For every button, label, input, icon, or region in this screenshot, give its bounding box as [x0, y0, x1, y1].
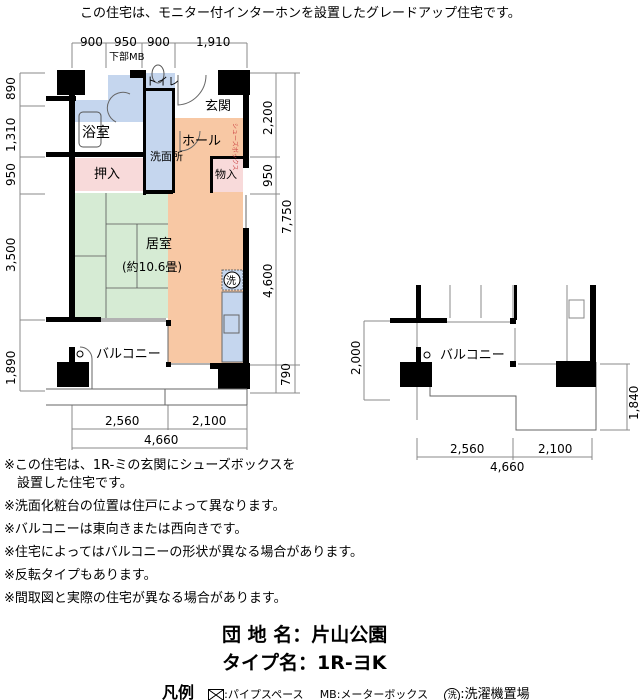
- alt-dim-bottom-2: 2,100: [538, 442, 572, 456]
- dim-left-2: 1,310: [4, 118, 18, 152]
- dim-left-5: 1,890: [4, 351, 18, 385]
- note-3: ※洗面化粧台の位置は住戸によって異なります。: [4, 499, 286, 514]
- toilet-icon: [151, 64, 165, 84]
- balcony-label: バルコニー: [96, 347, 161, 362]
- note-7: ※間取図と実際の住宅が異なる場合があります。: [4, 591, 287, 606]
- alt-dim-bottom-1: 2,560: [450, 442, 484, 456]
- toilet-label: トイレ: [146, 75, 179, 88]
- main-floor-plan: 900 950 900 1,910 下部MB 890 1,310 950 3,5…: [4, 35, 641, 474]
- legend-washer: :洗濯機置場: [460, 687, 530, 700]
- dim-bottom-2: 2,100: [192, 414, 226, 428]
- sink-icon: [223, 314, 240, 334]
- walls: [46, 70, 250, 389]
- drain-icon: [76, 350, 84, 358]
- alt-dim-bottom-total: 4,660: [490, 460, 524, 474]
- legend-pipe: :パイプスペース: [224, 688, 304, 700]
- dimension-lines: [19, 42, 300, 450]
- tatami-lines: [75, 193, 168, 318]
- tatami-area: [75, 193, 168, 318]
- bathtub-icon: [78, 111, 102, 148]
- dim-left-4: 3,500: [4, 238, 18, 272]
- dim-bottom-1: 2,560: [105, 414, 139, 428]
- note-1: ※この住宅は、1R-ミの玄関にシューズボックスを: [4, 458, 296, 473]
- living-label: 居室: [146, 236, 172, 252]
- note-6: ※反転タイプもあります。: [4, 568, 157, 583]
- alt-dim-right: 1,840: [627, 386, 641, 420]
- dim-right-2: 950: [261, 164, 275, 187]
- alt-balcony-plan: 2,000 1,840 2,560 2,100 4,660 バルコニー: [349, 285, 641, 474]
- dim-top-2: 950: [114, 35, 137, 49]
- dim-right-total: 7,750: [280, 200, 294, 234]
- hall-label: ホール: [182, 134, 221, 149]
- kitchen-counter: [221, 291, 244, 363]
- wash-label: 洗面所: [150, 150, 183, 163]
- dim-bottom-total: 4,660: [144, 433, 178, 447]
- entrance-label: 玄関: [205, 99, 231, 114]
- legend: 凡例 :パイプスペース MB:メーターボックス 洗:洗濯機置場: [162, 679, 530, 700]
- dim-top-3: 900: [147, 35, 170, 49]
- dim-right-3: 4,600: [261, 264, 275, 298]
- dim-left-1: 890: [4, 77, 18, 100]
- legend-mb: MB:メーターボックス: [319, 688, 429, 700]
- note-2: 設置した住宅です。: [4, 476, 133, 491]
- note-5: ※住宅によってはバルコニーの形状が異なる場合があります。: [4, 545, 364, 560]
- pipe-space-icon: [208, 688, 225, 700]
- alt-dim-left: 2,000: [349, 341, 363, 375]
- living-size: (約10.6畳): [122, 259, 182, 274]
- mb-label: 下部MB: [109, 50, 145, 63]
- shoebox-label: シューズボックス: [231, 123, 239, 171]
- type-name: タイプ名：1R-ヨK: [222, 652, 387, 674]
- doors-windows: [46, 74, 248, 406]
- dim-right-4: 790: [279, 363, 293, 386]
- closet-label: 押入: [94, 167, 120, 182]
- legend-title: 凡例: [162, 683, 195, 700]
- storage-label: 物入: [215, 167, 237, 181]
- dim-top-4: 1,910: [196, 35, 230, 49]
- closet: [75, 158, 143, 191]
- header-note: この住宅は、モニター付インターホンを設置したグレードアップ住宅です。: [80, 6, 521, 21]
- alt-balcony-label: バルコニー: [440, 348, 505, 363]
- note-4: ※バルコニーは東向きまたは西向きです。: [4, 522, 248, 537]
- dim-right-1: 2,200: [261, 101, 275, 135]
- dim-top-1: 900: [80, 35, 103, 49]
- washer-legend-icon: 洗: [444, 688, 461, 700]
- estate-name: 団 地 名：片山公園: [222, 624, 388, 646]
- bath-label: 浴室: [82, 124, 110, 141]
- washer-icon: [223, 271, 241, 289]
- wash-room: [145, 90, 172, 192]
- storage: [213, 158, 243, 192]
- washer-label: 洗: [226, 275, 236, 287]
- dim-left-3: 950: [4, 163, 18, 186]
